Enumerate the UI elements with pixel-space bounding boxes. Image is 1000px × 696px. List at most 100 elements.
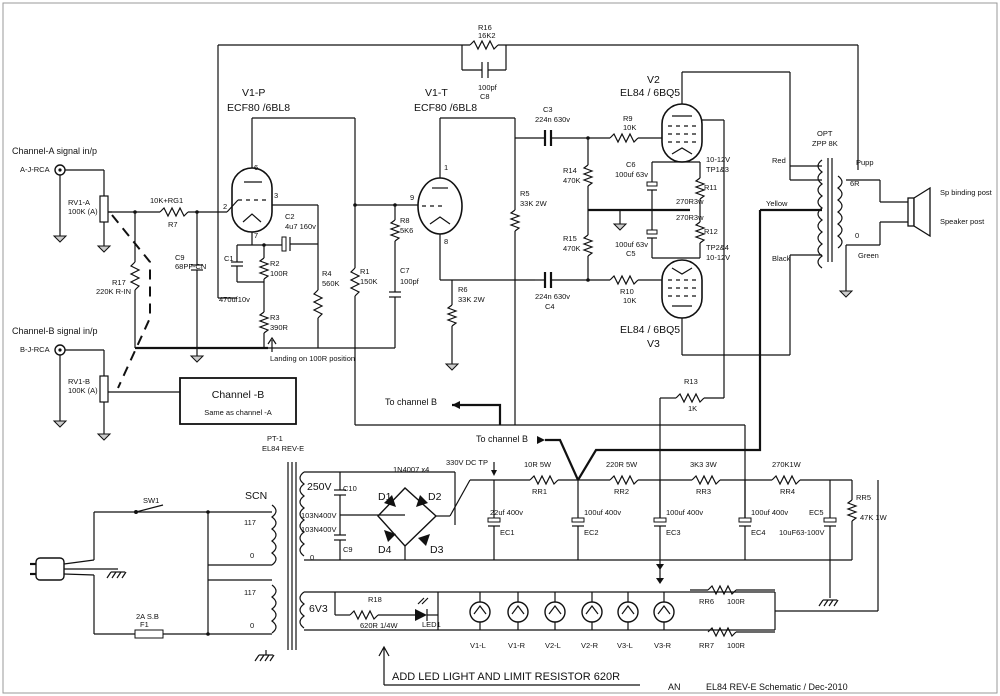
resistor-r4: [312, 289, 324, 319]
resistor-r11: [694, 177, 706, 200]
r13-value: 1K: [688, 404, 697, 413]
ec3-value: 100uf 400v: [666, 508, 703, 517]
r10-label: R10: [620, 287, 634, 296]
r5-value: 33K 2W: [520, 199, 548, 208]
ec2-label: EC2: [584, 528, 599, 537]
footer-an: AN: [668, 682, 681, 692]
rr5-value: 47K 1W: [860, 513, 888, 522]
rv1b-value: 100K (A): [68, 386, 98, 395]
to-channel-b-2: To channel B: [476, 434, 528, 444]
rr5-label: RR5: [856, 493, 871, 502]
channel-a-jack-label: A-J-RCA: [20, 165, 50, 174]
rr4-value: 270K1W: [772, 460, 802, 469]
d4-label: D4: [378, 544, 392, 556]
add-led-note: ADD LED LIGHT AND LIMIT RESISTOR 620R: [392, 671, 620, 683]
r13-label: R13: [684, 377, 698, 386]
svg-text:9: 9: [410, 193, 414, 202]
c5-value: 100uf 63v: [615, 240, 648, 249]
v1p-type: ECF80 /6BL8: [227, 102, 290, 114]
r3-value: 390R: [270, 323, 289, 332]
ec2-value: 100uf 400v: [584, 508, 621, 517]
tp13-voltage: 10-12V: [706, 155, 730, 164]
r9-value: 10K: [623, 123, 636, 132]
scn-label: SCN: [245, 490, 267, 502]
c4-label: C4: [545, 302, 555, 311]
ec1-value: 22uf 400v: [490, 508, 523, 517]
tp24-voltage: 10-12V: [706, 253, 730, 262]
pt-label: PT-1: [267, 434, 283, 443]
speaker-post: Speaker post: [940, 217, 985, 226]
channel-b-box-title: Channel -B: [212, 389, 265, 401]
resistor-r6: [446, 304, 458, 327]
r14-label: R14: [563, 166, 577, 175]
c3-value: 224n 630v: [535, 115, 570, 124]
c2-value: 4u7 160v: [285, 222, 316, 231]
c4-value: 224n 630v: [535, 292, 570, 301]
resistor-r3: [258, 311, 270, 334]
r17-label: R17: [112, 278, 126, 287]
r5-label: R5: [520, 189, 530, 198]
fuse-value: 2A S.B: [136, 612, 159, 621]
opt-yellow: Yellow: [766, 199, 788, 208]
d1-label: D1: [378, 491, 392, 503]
v3-type: EL84 / 6BQ5: [620, 324, 680, 336]
ec3-label: EC3: [666, 528, 681, 537]
resistor-rr5: [846, 499, 858, 522]
tp24-label: TP2&4: [706, 243, 729, 252]
tube-v3-icon: [661, 259, 703, 319]
c8-label: C8: [480, 92, 490, 101]
tube-v2-icon: [661, 103, 703, 163]
r18-value: 620R 1/4W: [360, 621, 398, 630]
channel-b-box-subtitle: Same as channel -A: [204, 408, 272, 417]
resistor-rr4: [771, 474, 801, 486]
note-arrow: [378, 645, 390, 685]
b-plus-route: [577, 210, 762, 481]
rr7-label: RR7: [699, 641, 714, 650]
resistor-r14: [582, 164, 594, 187]
resistor-r12: [694, 221, 706, 244]
c1-label: C1: [224, 254, 234, 263]
r17-value: 220K R-IN: [96, 287, 131, 296]
channel-a-input: Channel-A signal in/p A-J-RCA RV1-A 100K…: [12, 146, 160, 253]
rr4-label: RR4: [780, 487, 795, 496]
c1-value: 470uf10v: [219, 295, 250, 304]
v2-label: V2: [647, 74, 660, 86]
rr1-value: 10R 5W: [524, 460, 552, 469]
resistor-rr7: [707, 626, 737, 638]
diode-type: 1N4007 x4: [393, 465, 429, 474]
switch-icon: [135, 504, 164, 513]
v3-label: V3: [647, 338, 660, 350]
r14-value: 470K: [563, 176, 581, 185]
hv-0: 0: [310, 553, 314, 562]
ganged-pot-link: [111, 214, 151, 389]
v1t-type: ECF80 /6BL8: [414, 102, 477, 114]
r7-value: 10K+RG1: [150, 196, 183, 205]
rr3-label: RR3: [696, 487, 711, 496]
channel-b-title: Channel-B signal in/p: [12, 326, 98, 336]
resistor-r16: [469, 39, 499, 51]
resistor-r5: [509, 209, 521, 232]
resistor-rr6: [707, 584, 737, 596]
resistor-r15: [582, 234, 594, 257]
led-label: LED1: [422, 620, 441, 629]
tp13-label: TP1&3: [706, 165, 729, 174]
c7-value: 100pf: [400, 277, 420, 286]
channel-b-jack-label: B-J-RCA: [20, 345, 50, 354]
r6-value: 33K 2W: [458, 295, 486, 304]
fuse-label: F1: [140, 620, 149, 629]
heater-v1r: V1-R: [508, 641, 526, 650]
hv-250v: 250V: [307, 481, 332, 493]
r10-value: 10K: [623, 296, 636, 305]
c8-value: 100pf: [478, 83, 498, 92]
r16-value: 16K2: [478, 31, 496, 40]
ec-capacitors: [487, 480, 837, 570]
v1p-label: V1-P: [242, 87, 265, 99]
rv1b-label: RV1-B: [68, 377, 90, 386]
resistor-r2: [258, 257, 270, 280]
svg-text:1: 1: [444, 163, 448, 172]
r8-label: R8: [400, 216, 410, 225]
heater-v2l: V2-L: [545, 641, 561, 650]
r18-label: R18: [368, 595, 382, 604]
